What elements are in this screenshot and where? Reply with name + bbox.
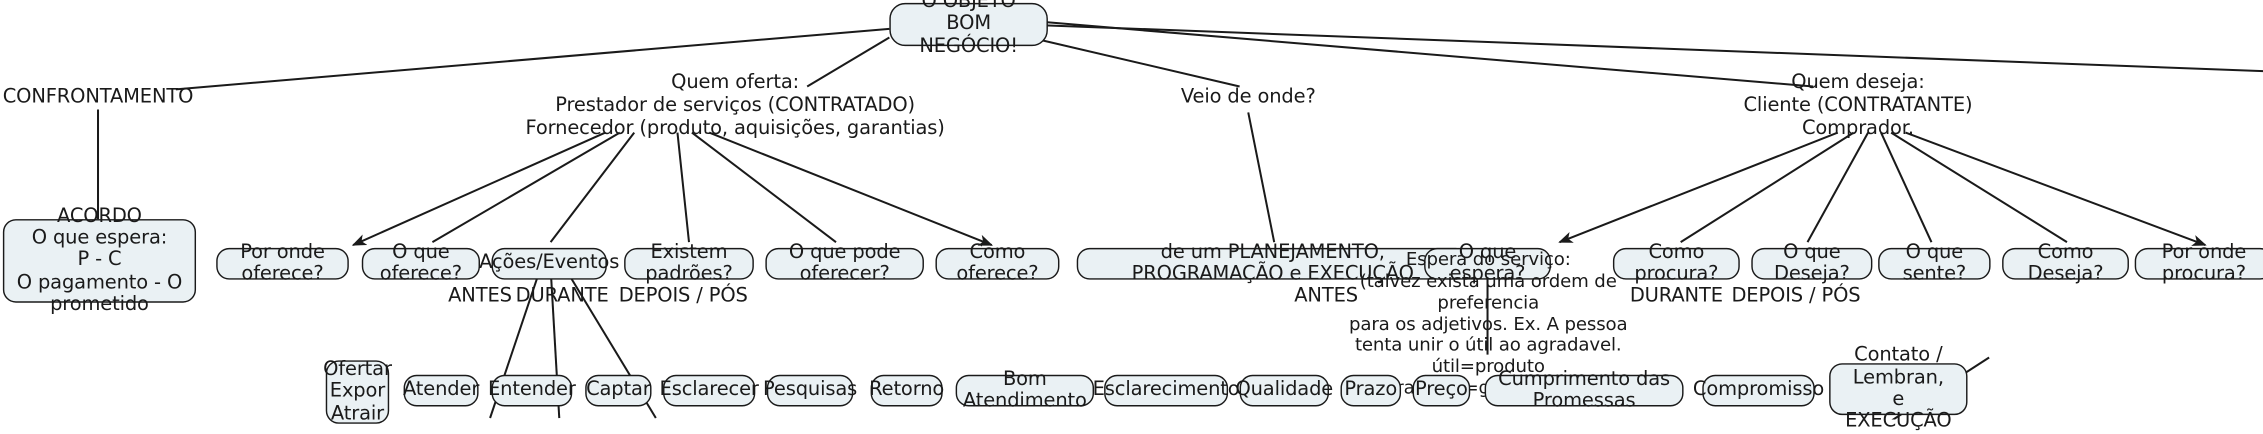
node-acordo[interactable]: ACORDO O que espera: P - C O pagamento -…: [2, 204, 197, 315]
label-antes-right: ANTES: [1294, 283, 1358, 308]
node-como-oferece[interactable]: Como oferece?: [935, 241, 1060, 285]
label-durante-left: DURANTE: [515, 283, 609, 308]
label-durante-right: DURANTE: [1629, 283, 1723, 308]
label-depois-right: DEPOIS / PÓS: [1731, 283, 1861, 308]
node-existem-padroes[interactable]: Existem padrões?: [624, 241, 754, 285]
node-captar[interactable]: Captar: [585, 374, 652, 407]
node-esclarecimento[interactable]: Esclarecimento: [1093, 374, 1240, 407]
node-por-onde-oferece[interactable]: Por onde oferece?: [216, 241, 349, 285]
label-quem-deseja: Quem deseja: Cliente (CONTRATANTE) Compr…: [1743, 70, 1973, 140]
node-prazo[interactable]: Prazo: [1340, 374, 1402, 407]
node-acoes-eventos[interactable]: Ações/Eventos: [479, 247, 619, 280]
node-pesquisas[interactable]: Pesquisas: [763, 374, 857, 407]
node-retorno[interactable]: Retorno: [869, 374, 944, 407]
label-confrontamento: CONFRONTAMENTO: [2, 85, 194, 109]
node-cumprimento-das-promessas[interactable]: Cumprimento das Promessas: [1484, 367, 1684, 412]
label-veio-de-onde: Veio de onde?: [1180, 85, 1316, 109]
label-quem-oferta: Quem oferta: Prestador de serviços (CONT…: [525, 70, 945, 140]
node-ofertar-expor-atrair[interactable]: Ofertar Expor Atrair: [323, 357, 392, 425]
node-compromisso[interactable]: Compromisso: [1693, 374, 1824, 407]
node-entender[interactable]: Entender: [488, 374, 576, 407]
node-esclarecer[interactable]: Esclarecer: [660, 374, 759, 407]
node-bom-atendimento[interactable]: Bom Atendimento: [955, 367, 1095, 412]
node-atender[interactable]: Atender: [403, 374, 479, 407]
node-o-que-sente[interactable]: O que sente?: [1878, 241, 1991, 285]
label-depois-left: DEPOIS / PÓS: [618, 283, 748, 308]
node-o-que-deseja[interactable]: O que Deseja?: [1751, 241, 1873, 285]
node-como-deseja[interactable]: Como Deseja?: [2002, 241, 2129, 285]
node-root[interactable]: O OBJETO BOM NEGÓCIO!: [889, 0, 1048, 57]
node-preco[interactable]: Preço: [1412, 374, 1471, 407]
node-o-que-espera[interactable]: O que espera?: [1424, 241, 1551, 285]
node-o-que-pode-oferecer[interactable]: O que pode oferecer?: [765, 241, 924, 285]
node-como-procura[interactable]: Como procura?: [1612, 241, 1740, 285]
node-planejamento[interactable]: de um PLANEJAMENTO, PROGRAMAÇÃO e EXECUÇ…: [1076, 241, 1469, 285]
node-por-onde-procura[interactable]: Por onde procura?: [2134, 241, 2263, 285]
connector-lines: [97, 19, 2263, 420]
label-antes-left: ANTES: [448, 283, 512, 308]
node-qualidade[interactable]: Qualidade: [1235, 374, 1333, 407]
node-contato-lembranca-execucao[interactable]: Contato / Lembran, e EXECUÇÃO: [1829, 344, 1968, 433]
node-o-que-oferece[interactable]: O que oferece?: [361, 241, 480, 285]
